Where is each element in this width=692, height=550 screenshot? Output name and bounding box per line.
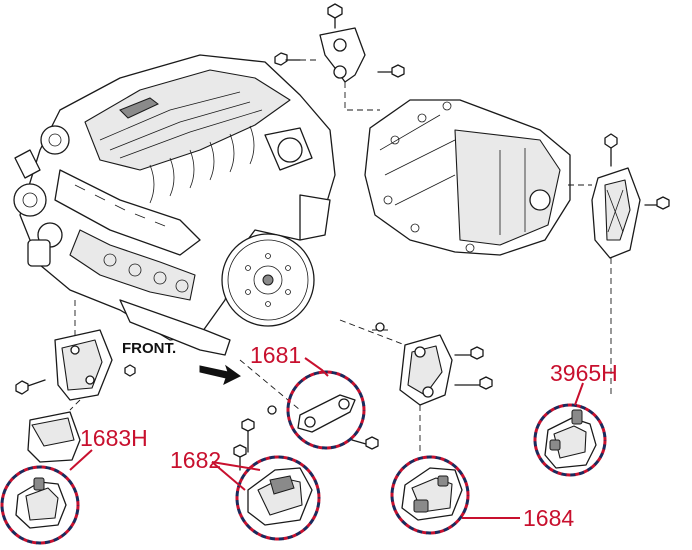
leader-1683h [69,449,93,471]
highlight-circle-3965h [533,403,607,477]
callout-1683h: 1683H [80,425,148,451]
front-arrow-icon [199,364,241,385]
front-direction-indicator: FRONT. [122,340,241,385]
leader-3965h [574,382,584,406]
highlight-circle-1681 [286,370,366,450]
transmission-mount-1684 [401,467,463,521]
highlight-circle-1682 [235,455,321,541]
leader-1682-b [211,461,261,471]
engine-mount-1682 [233,418,313,526]
transmission-mount-bracket [568,133,670,395]
mount-link-1681 [239,359,379,450]
highlight-circles [0,370,607,545]
callout-leaders [69,357,584,519]
callout-1682: 1682 [170,447,221,473]
callout-labels: 1681 1682 1683H 1684 3965H [80,342,618,531]
highlight-circle-1684 [390,455,470,535]
front-label: FRONT. [122,340,176,357]
callout-1684: 1684 [523,505,574,531]
engine-assembly [13,54,336,356]
left-mount-bracket [15,300,136,463]
callout-1681: 1681 [250,342,301,368]
callout-3965h: 3965H [550,360,618,386]
center-mount-bracket [339,319,493,455]
transmission-mount-3965h [544,409,597,469]
leader-1681 [304,357,329,377]
transmission-assembly [364,99,571,256]
leader-1682-a [211,461,246,491]
upper-bracket-group [274,3,405,111]
highlight-circle-1683h [0,465,80,545]
engine-mount-1683h [15,477,67,529]
